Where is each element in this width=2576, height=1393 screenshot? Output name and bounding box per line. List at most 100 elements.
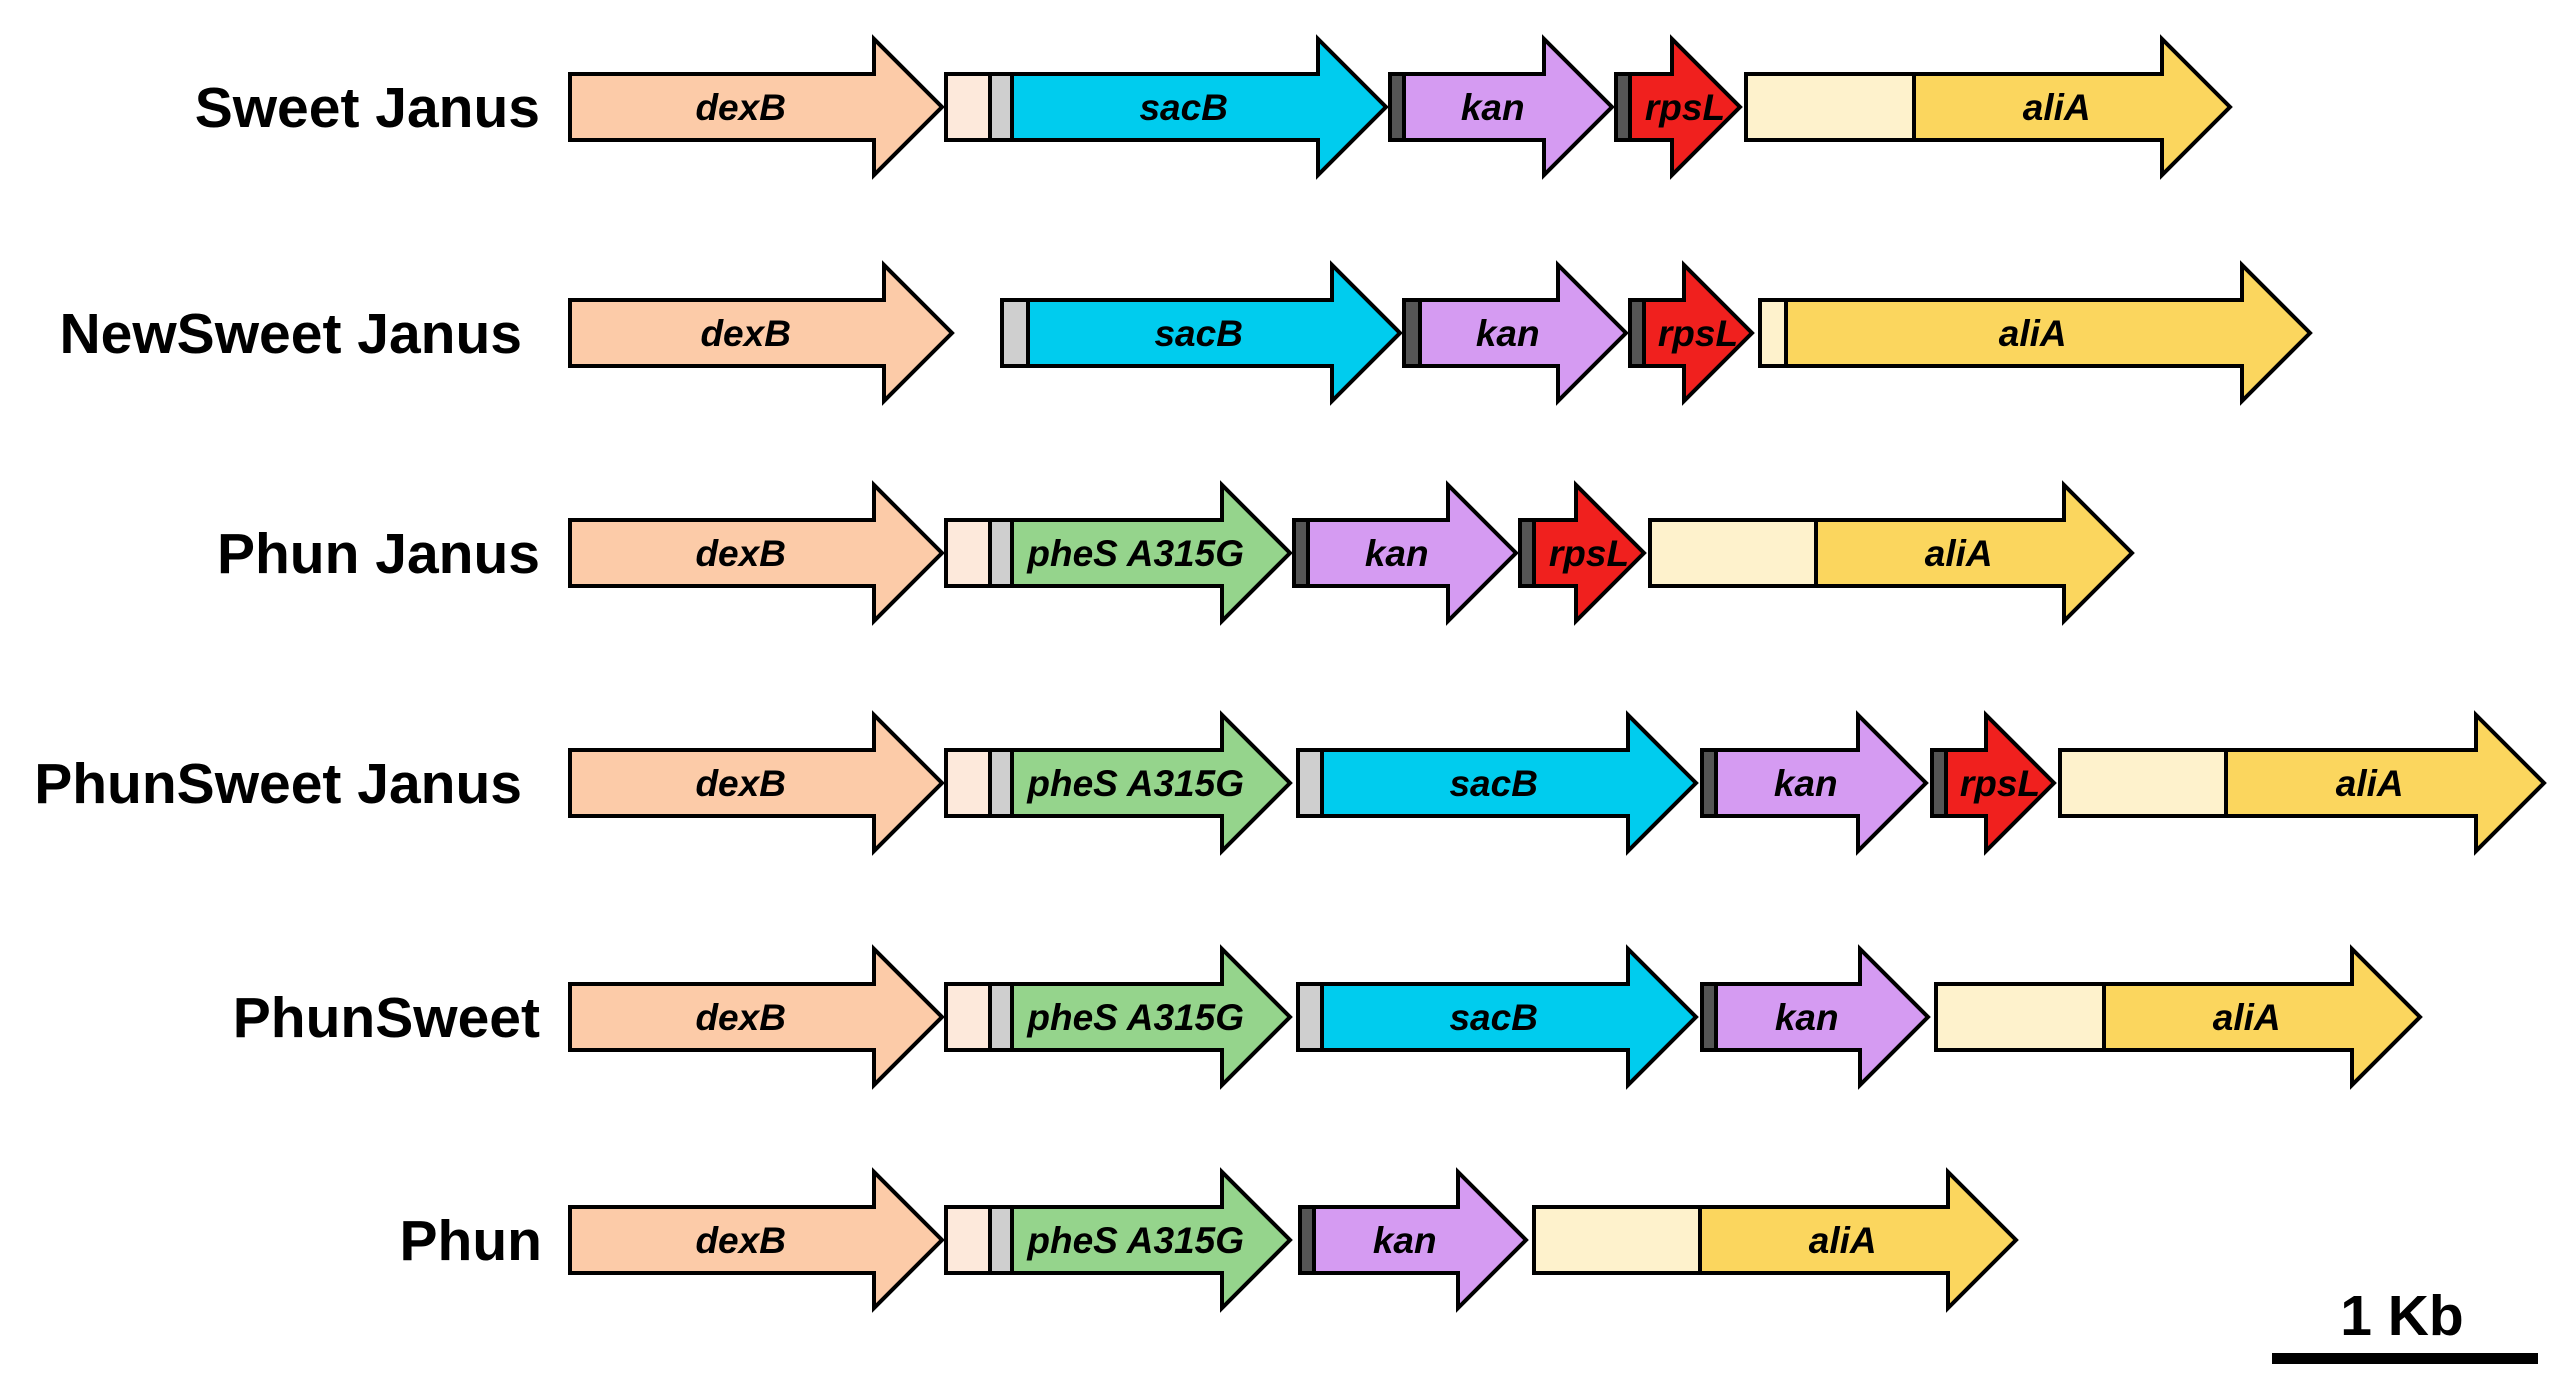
gene-label-dexB: dexB: [695, 87, 785, 128]
element-box: [944, 72, 992, 142]
element-box: [988, 72, 1014, 142]
gene-arrow-aliA: [2102, 944, 2423, 1090]
construct-name: Sweet Janus: [195, 76, 540, 140]
gene-arrow-rpsL: [1642, 260, 1755, 406]
gene-label-rpsL: rpsL: [1645, 87, 1725, 128]
gene-label-dexB: dexB: [695, 763, 785, 804]
gene-arrow-rpsL: [1532, 480, 1647, 626]
gene-label-kan: kan: [1373, 1220, 1437, 1261]
element-box: [1296, 748, 1324, 818]
element-box: [1298, 1205, 1316, 1275]
gene-arrow-rpsL: [1628, 34, 1743, 180]
element-box: [944, 1205, 992, 1275]
gene-label-dexB: dexB: [695, 533, 785, 574]
gene-label-aliA: aliA: [1809, 1220, 1877, 1261]
construct-row: Phun Janus dexB pheS A315G kan rpsL aliA: [217, 480, 2135, 626]
element-box: [1388, 72, 1406, 142]
gene-label-rpsL: rpsL: [1658, 313, 1738, 354]
gene-label-kan: kan: [1476, 313, 1540, 354]
gene-label-rpsL: rpsL: [1960, 763, 2040, 804]
gene-arrow-aliA: [2224, 710, 2547, 856]
element-box: [1296, 982, 1324, 1052]
construct-name: PhunSweet Janus: [34, 752, 522, 816]
gene-label-pheS: pheS A315G: [1026, 533, 1244, 574]
gene-label-kan: kan: [1775, 997, 1839, 1038]
scale-bar: 1 Kb: [2272, 1284, 2538, 1364]
gene-label-pheS: pheS A315G: [1026, 1220, 1244, 1261]
element-box: [2058, 748, 2228, 818]
gene-label-kan: kan: [1774, 763, 1838, 804]
construct-name: Phun Janus: [217, 522, 540, 586]
gene-arrow-kan: [1714, 710, 1929, 856]
element-box: [988, 748, 1014, 818]
gene-label-aliA: aliA: [2213, 997, 2281, 1038]
gene-arrow-sacB: [1026, 260, 1403, 406]
element-box: [1402, 298, 1422, 368]
element-box: [1934, 982, 2106, 1052]
gene-arrow-aliA: [1784, 260, 2313, 406]
construct-row: NewSweet Janus dexB sacB kan rpsL aliA: [59, 260, 2313, 406]
element-box: [988, 1205, 1014, 1275]
gene-label-dexB: dexB: [695, 1220, 785, 1261]
gene-arrow-rpsL: [1944, 710, 2057, 856]
gene-label-aliA: aliA: [2023, 87, 2091, 128]
gene-arrow-dexB: [568, 34, 945, 180]
gene-label-sacB: sacB: [1449, 997, 1537, 1038]
element-box: [1532, 1205, 1702, 1275]
element-box: [988, 982, 1014, 1052]
gene-label-pheS: pheS A315G: [1026, 763, 1244, 804]
gene-label-aliA: aliA: [1999, 313, 2067, 354]
element-box: [1614, 72, 1632, 142]
gene-arrow-aliA: [1814, 480, 2135, 626]
construct-name: Phun: [400, 1209, 542, 1273]
gene-arrow-dexB: [568, 480, 945, 626]
gene-arrow-kan: [1402, 34, 1615, 180]
scale-bar-line: [2272, 1353, 2538, 1364]
element-box: [1758, 298, 1788, 368]
gene-arrow-dexB: [568, 710, 945, 856]
element-box: [944, 982, 992, 1052]
gene-label-dexB: dexB: [695, 997, 785, 1038]
gene-arrow-pheS: [1010, 1167, 1293, 1313]
gene-label-aliA: aliA: [1925, 533, 1993, 574]
gene-arrow-pheS: [1010, 480, 1293, 626]
element-box: [1700, 748, 1718, 818]
element-box: [944, 518, 992, 588]
construct-row: PhunSweet Janus dexB pheS A315G sacB kan rpsL…: [34, 710, 2547, 856]
gene-arrow-kan: [1312, 1167, 1529, 1313]
gene-arrow-kan: [1306, 480, 1519, 626]
element-box: [1628, 298, 1646, 368]
gene-arrow-sacB: [1320, 710, 1699, 856]
construct-row: Phun dexB pheS A315G kan aliA: [400, 1167, 2019, 1313]
gene-label-kan: kan: [1365, 533, 1429, 574]
gene-arrow-pheS: [1010, 944, 1293, 1090]
construct-row: PhunSweet dexB pheS A315G sacB kan aliA: [233, 944, 2423, 1090]
gene-label-kan: kan: [1461, 87, 1525, 128]
gene-label-sacB: sacB: [1154, 313, 1242, 354]
gene-label-sacB: sacB: [1449, 763, 1537, 804]
gene-label-sacB: sacB: [1139, 87, 1227, 128]
gene-arrow-aliA: [1912, 34, 2233, 180]
gene-arrow-dexB: [568, 944, 945, 1090]
gene-arrow-sacB: [1320, 944, 1699, 1090]
element-box: [988, 518, 1014, 588]
scale-bar-label: 1 Kb: [2340, 1284, 2464, 1348]
gene-label-aliA: aliA: [2336, 763, 2404, 804]
gene-label-pheS: pheS A315G: [1026, 997, 1244, 1038]
gene-label-dexB: dexB: [700, 313, 790, 354]
element-box: [1000, 298, 1030, 368]
construct-name: PhunSweet: [233, 986, 540, 1050]
gene-arrow-sacB: [1010, 34, 1389, 180]
construct-name: NewSweet Janus: [59, 302, 522, 366]
gene-label-rpsL: rpsL: [1549, 533, 1629, 574]
element-box: [1292, 518, 1310, 588]
element-box: [1930, 748, 1948, 818]
gene-arrow-kan: [1418, 260, 1629, 406]
gene-arrow-dexB: [568, 260, 955, 406]
gene-arrow-aliA: [1698, 1167, 2019, 1313]
gene-arrow-dexB: [568, 1167, 945, 1313]
element-box: [1700, 982, 1718, 1052]
construct-row: Sweet Janus dexB sacB kan rpsL aliA: [195, 34, 2233, 180]
gene-arrow-kan: [1714, 944, 1931, 1090]
